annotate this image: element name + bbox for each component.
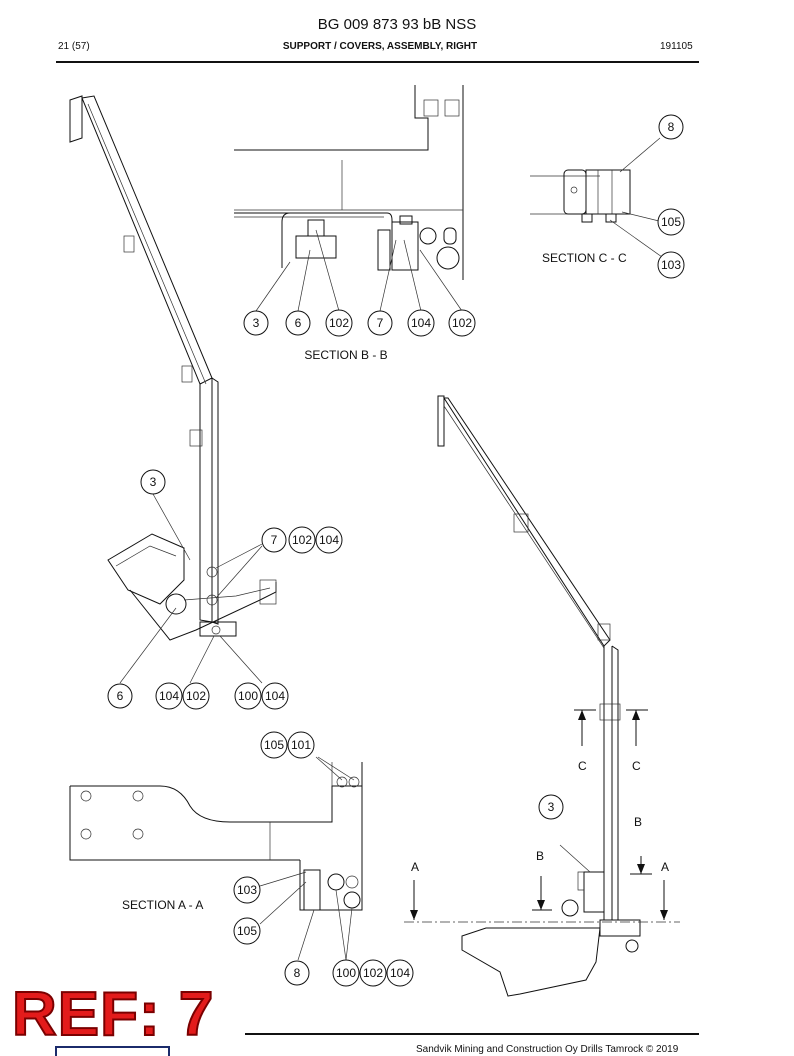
cut-letter-a-left: A: [411, 860, 419, 874]
callout-group-aa: 105 101 103 105 8 100 102 104: [233, 731, 414, 987]
svg-text:103: 103: [661, 258, 681, 272]
section-title: SUPPORT / COVERS, ASSEMBLY, RIGHT: [282, 41, 478, 52]
callout-aa-5: 8: [284, 960, 310, 986]
svg-text:105: 105: [661, 215, 681, 229]
document-title: BG 009 873 93 bB NSS: [317, 16, 477, 33]
footer-copyright: Sandvik Mining and Construction Oy Drill…: [416, 1044, 679, 1055]
svg-text:102: 102: [452, 316, 472, 330]
svg-text:6: 6: [295, 316, 302, 330]
svg-text:102: 102: [186, 689, 206, 703]
callout-main-6: 104: [155, 682, 183, 710]
callout-main-4: 104: [315, 526, 343, 554]
callout-aa-4: 105: [233, 917, 261, 945]
callout-right-1: 3: [538, 794, 564, 820]
svg-text:100: 100: [336, 966, 356, 980]
svg-text:102: 102: [292, 533, 312, 547]
cut-letter-b-right: B: [634, 815, 642, 829]
callout-main-9: 104: [261, 682, 289, 710]
svg-text:8: 8: [294, 966, 301, 980]
cut-letter-c-right: C: [632, 759, 641, 773]
svg-text:104: 104: [265, 689, 285, 703]
callout-group-main: 3 7 102 104 6 104 102 100 104: [107, 469, 343, 710]
right-elevation-drawing: [404, 395, 680, 997]
callout-bb-3: 102: [325, 309, 353, 337]
svg-text:3: 3: [150, 475, 157, 489]
callout-aa-2: 101: [287, 731, 315, 759]
callout-group-right: 3: [538, 794, 564, 820]
svg-text:102: 102: [363, 966, 383, 980]
callout-bb-2: 6: [285, 310, 311, 336]
svg-text:104: 104: [159, 689, 179, 703]
callout-main-8: 100: [234, 682, 262, 710]
section-aa-label: SECTION A - A: [122, 898, 203, 912]
svg-text:7: 7: [271, 533, 278, 547]
callout-main-2: 7: [261, 527, 287, 553]
section-aa-drawing: [69, 756, 363, 961]
callout-bb-4: 7: [367, 310, 393, 336]
svg-text:3: 3: [253, 316, 260, 330]
svg-text:105: 105: [237, 924, 257, 938]
page-number: 21 (57): [58, 41, 90, 52]
callout-cc-2: 105: [657, 208, 685, 236]
section-bb-drawing: [234, 85, 464, 312]
main-isometric-drawing: [69, 95, 277, 684]
cut-letter-a-right: A: [661, 860, 669, 874]
svg-text:104: 104: [411, 316, 431, 330]
svg-text:6: 6: [117, 689, 124, 703]
cut-letter-b-left: B: [536, 849, 544, 863]
callout-group-cc: 8 105 103: [657, 114, 685, 279]
cut-indicators: [410, 709, 668, 920]
callout-group-bb: 3 6 102 7 104 102: [243, 309, 476, 337]
svg-text:3: 3: [548, 800, 555, 814]
callout-aa-7: 102: [359, 959, 387, 987]
svg-text:103: 103: [237, 883, 257, 897]
header-rule: [56, 61, 699, 63]
section-cc-label: SECTION C - C: [542, 251, 627, 265]
callout-aa-1: 105: [260, 731, 288, 759]
callout-cc-1: 8: [658, 114, 684, 140]
section-cc-drawing: [530, 137, 663, 258]
callout-aa-8: 104: [386, 959, 414, 987]
svg-text:100: 100: [238, 689, 258, 703]
callout-main-5: 6: [107, 683, 133, 709]
svg-text:105: 105: [264, 738, 284, 752]
ref-stamp: REF: 7: [11, 980, 215, 1049]
svg-text:8: 8: [668, 120, 675, 134]
section-bb-label: SECTION B - B: [304, 348, 387, 362]
callout-aa-3: 103: [233, 876, 261, 904]
svg-text:104: 104: [319, 533, 339, 547]
cut-letter-c-left: C: [578, 759, 587, 773]
svg-text:101: 101: [291, 738, 311, 752]
callout-main-7: 102: [182, 682, 210, 710]
company-logo: [55, 1046, 170, 1056]
callout-cc-3: 103: [657, 251, 685, 279]
callout-main-3: 102: [288, 526, 316, 554]
footer-rule: [245, 1033, 699, 1035]
callout-aa-6: 100: [332, 959, 360, 987]
callout-main-1: 3: [140, 469, 166, 495]
svg-text:102: 102: [329, 316, 349, 330]
svg-text:7: 7: [377, 316, 384, 330]
callout-bb-6: 102: [448, 309, 476, 337]
svg-text:104: 104: [390, 966, 410, 980]
document-date: 191105: [660, 41, 693, 52]
callout-bb-1: 3: [243, 310, 269, 336]
callout-bb-5: 104: [407, 309, 435, 337]
